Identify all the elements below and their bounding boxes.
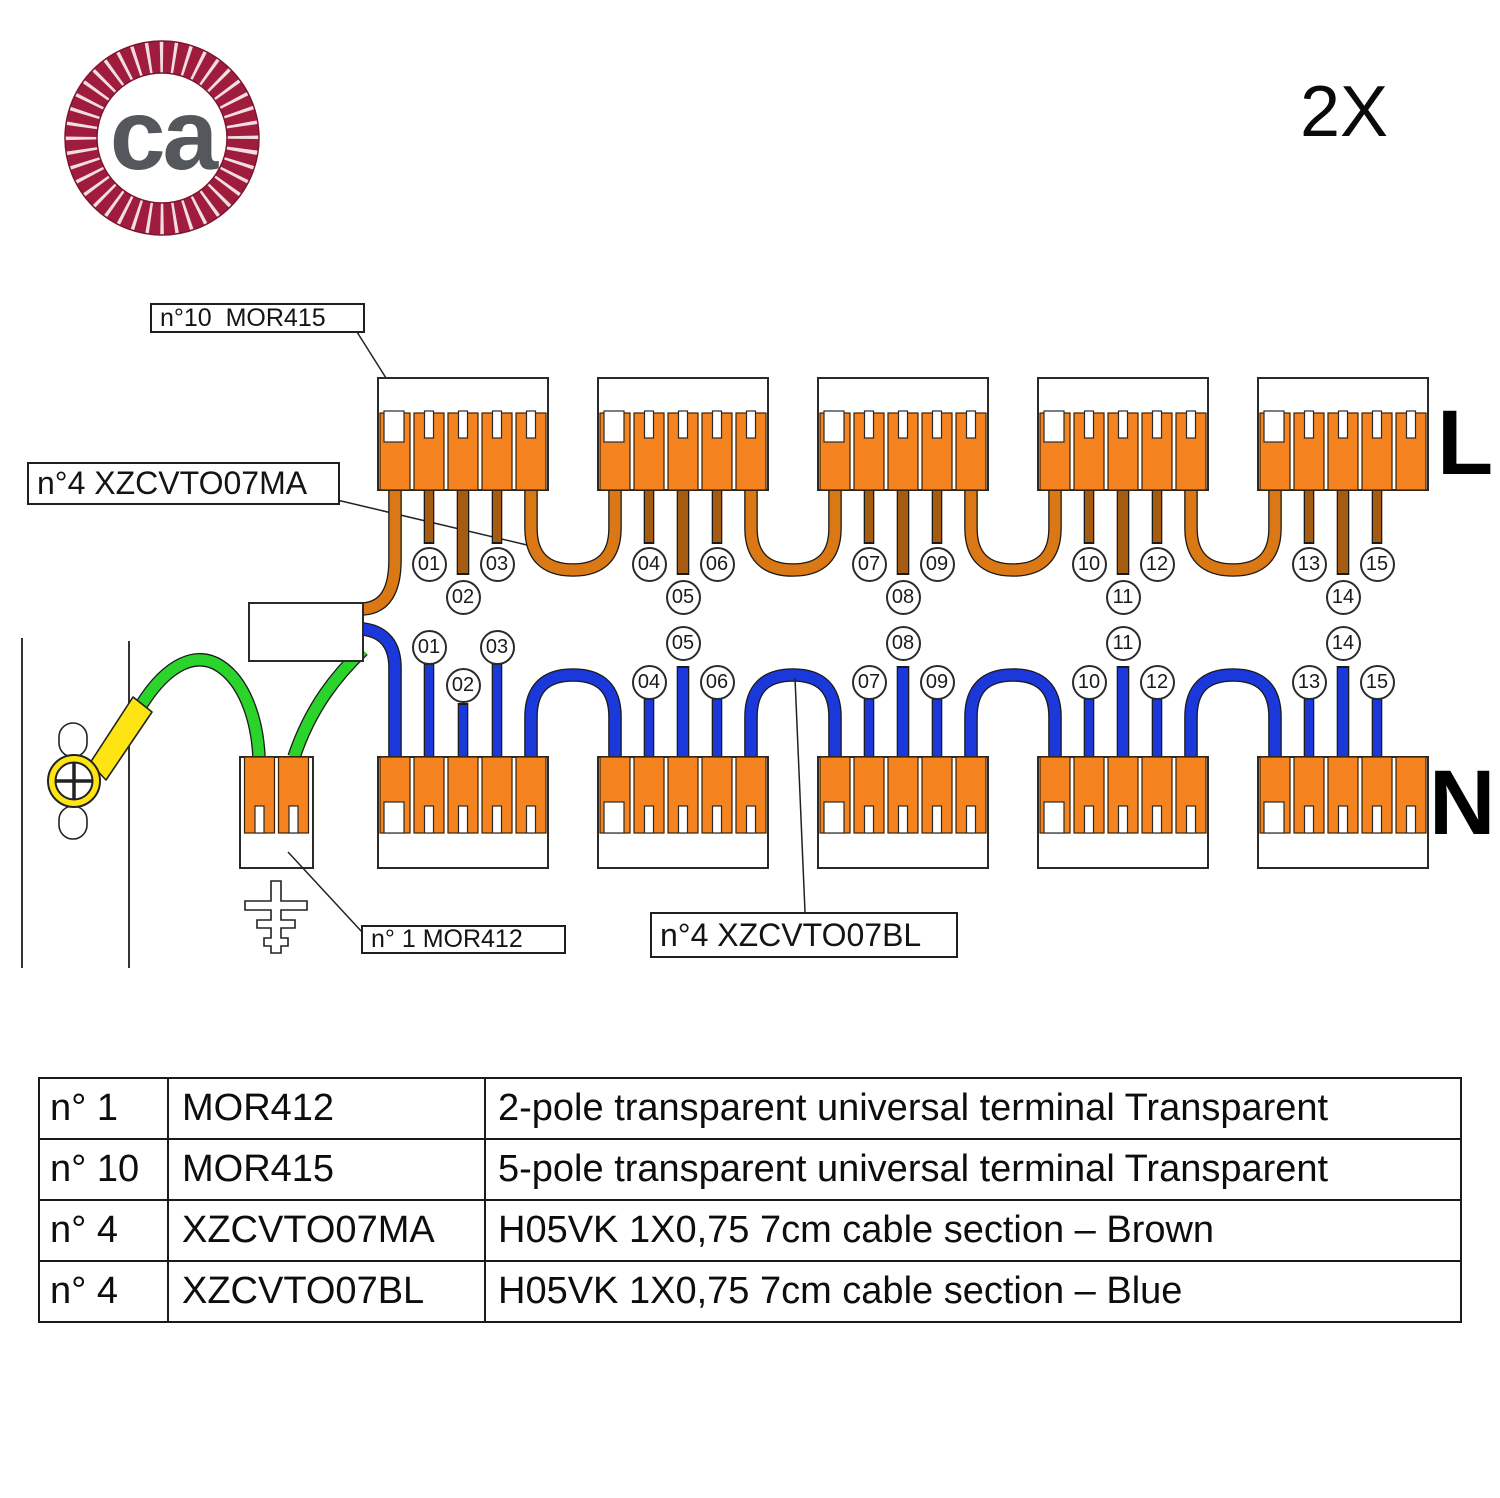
wire-number-badge: 15 <box>1359 664 1395 700</box>
line-cables-brown <box>423 489 1383 577</box>
terminal-block-5pole-neutral <box>1257 756 1429 869</box>
bom-cell-code: XZCVTO07BL <box>167 1260 486 1323</box>
wire-number-badge: 05 <box>665 625 701 661</box>
neutral-row-label: N <box>1429 752 1496 854</box>
callout-leader-lines-front <box>287 677 806 933</box>
earth-ground-symbol <box>244 880 308 954</box>
bom-cell-desc: 5-pole transparent universal terminal Tr… <box>484 1138 1462 1201</box>
wire-number-badge: 11 <box>1105 579 1141 615</box>
bom-cell-qty: n° 10 <box>38 1138 169 1201</box>
rope-ring-icon <box>64 40 260 236</box>
wire-number-badge: 05 <box>665 579 701 615</box>
bom-cell-desc: H05VK 1X0,75 7cm cable section – Brown <box>484 1199 1462 1262</box>
junction-box <box>248 602 364 662</box>
terminal-block-5pole-neutral <box>1037 756 1209 869</box>
feed-cables <box>361 490 402 757</box>
line-row-label: L <box>1437 392 1494 494</box>
wire-number-badge: 02 <box>445 579 481 615</box>
bom-cell-qty: n° 4 <box>38 1199 169 1262</box>
neutral-cables-blue <box>423 663 1383 757</box>
wire-number-badge: 06 <box>699 664 735 700</box>
wire-number-badge: 09 <box>919 664 955 700</box>
wire-number-badge: 03 <box>479 546 515 582</box>
wire-number-badge: 12 <box>1139 546 1175 582</box>
quantity-note: 2X <box>1300 72 1389 152</box>
wall-lines <box>21 638 130 968</box>
wire-number-badge: 14 <box>1325 579 1361 615</box>
wire-number-badge: 06 <box>699 546 735 582</box>
terminal-block-5pole-neutral <box>377 756 549 869</box>
wire-number-badge: 13 <box>1291 546 1327 582</box>
terminal-block-5pole-line <box>597 377 769 491</box>
wire-number-badge: 11 <box>1105 625 1141 661</box>
terminal-block-5pole-neutral <box>597 756 769 869</box>
bom-cell-qty: n° 1 <box>38 1077 169 1140</box>
wire-number-badge: 08 <box>885 625 921 661</box>
wire-number-badge: 08 <box>885 579 921 615</box>
wire-number-badge: 15 <box>1359 546 1395 582</box>
terminal-block-5pole-line <box>1037 377 1209 491</box>
wire-number-badge: 01 <box>411 629 447 665</box>
callout-xzcvto07bl: n°4 XZCVTO07BL <box>650 912 958 958</box>
brand-logo <box>60 38 265 243</box>
terminal-block-2pole-earth <box>239 756 314 869</box>
bom-cell-code: XZCVTO07MA <box>167 1199 486 1262</box>
wire-number-badge: 04 <box>631 664 667 700</box>
terminal-blocks <box>239 377 1429 869</box>
earth-eyelet-terminal <box>47 696 153 808</box>
wire-number-badge: 10 <box>1071 546 1107 582</box>
wire-number-badge: 02 <box>445 667 481 703</box>
callout-mor412: n° 1 MOR412 <box>361 925 566 954</box>
bom-cell-code: MOR415 <box>167 1138 486 1201</box>
wire-number-badge: 10 <box>1071 664 1107 700</box>
callout-mor415: n°10 MOR415 <box>150 303 365 333</box>
wire-number-badge: 07 <box>851 664 887 700</box>
bom-cell-desc: 2-pole transparent universal terminal Tr… <box>484 1077 1462 1140</box>
bom-cell-code: MOR412 <box>167 1077 486 1140</box>
wire-number-badge: 09 <box>919 546 955 582</box>
wire-number-badge: 07 <box>851 546 887 582</box>
terminal-block-5pole-line <box>817 377 989 491</box>
wire-number-badge: 12 <box>1139 664 1175 700</box>
terminal-block-5pole-line <box>377 377 549 491</box>
brand-logo-text: ca <box>109 79 218 191</box>
earth-cables-green <box>136 645 368 760</box>
wire-number-badge: 01 <box>411 546 447 582</box>
terminal-block-5pole-line <box>1257 377 1429 491</box>
bom-cell-desc: H05VK 1X0,75 7cm cable section – Blue <box>484 1260 1462 1323</box>
wire-number-badge: 13 <box>1291 664 1327 700</box>
wire-number-badge: 04 <box>631 546 667 582</box>
wire-number-badge: 03 <box>479 629 515 665</box>
bom-cell-qty: n° 4 <box>38 1260 169 1323</box>
callout-xzcvto07ma: n°4 XZCVTO07MA <box>27 462 340 505</box>
wire-number-badge: 14 <box>1325 625 1361 661</box>
terminal-block-5pole-neutral <box>817 756 989 869</box>
